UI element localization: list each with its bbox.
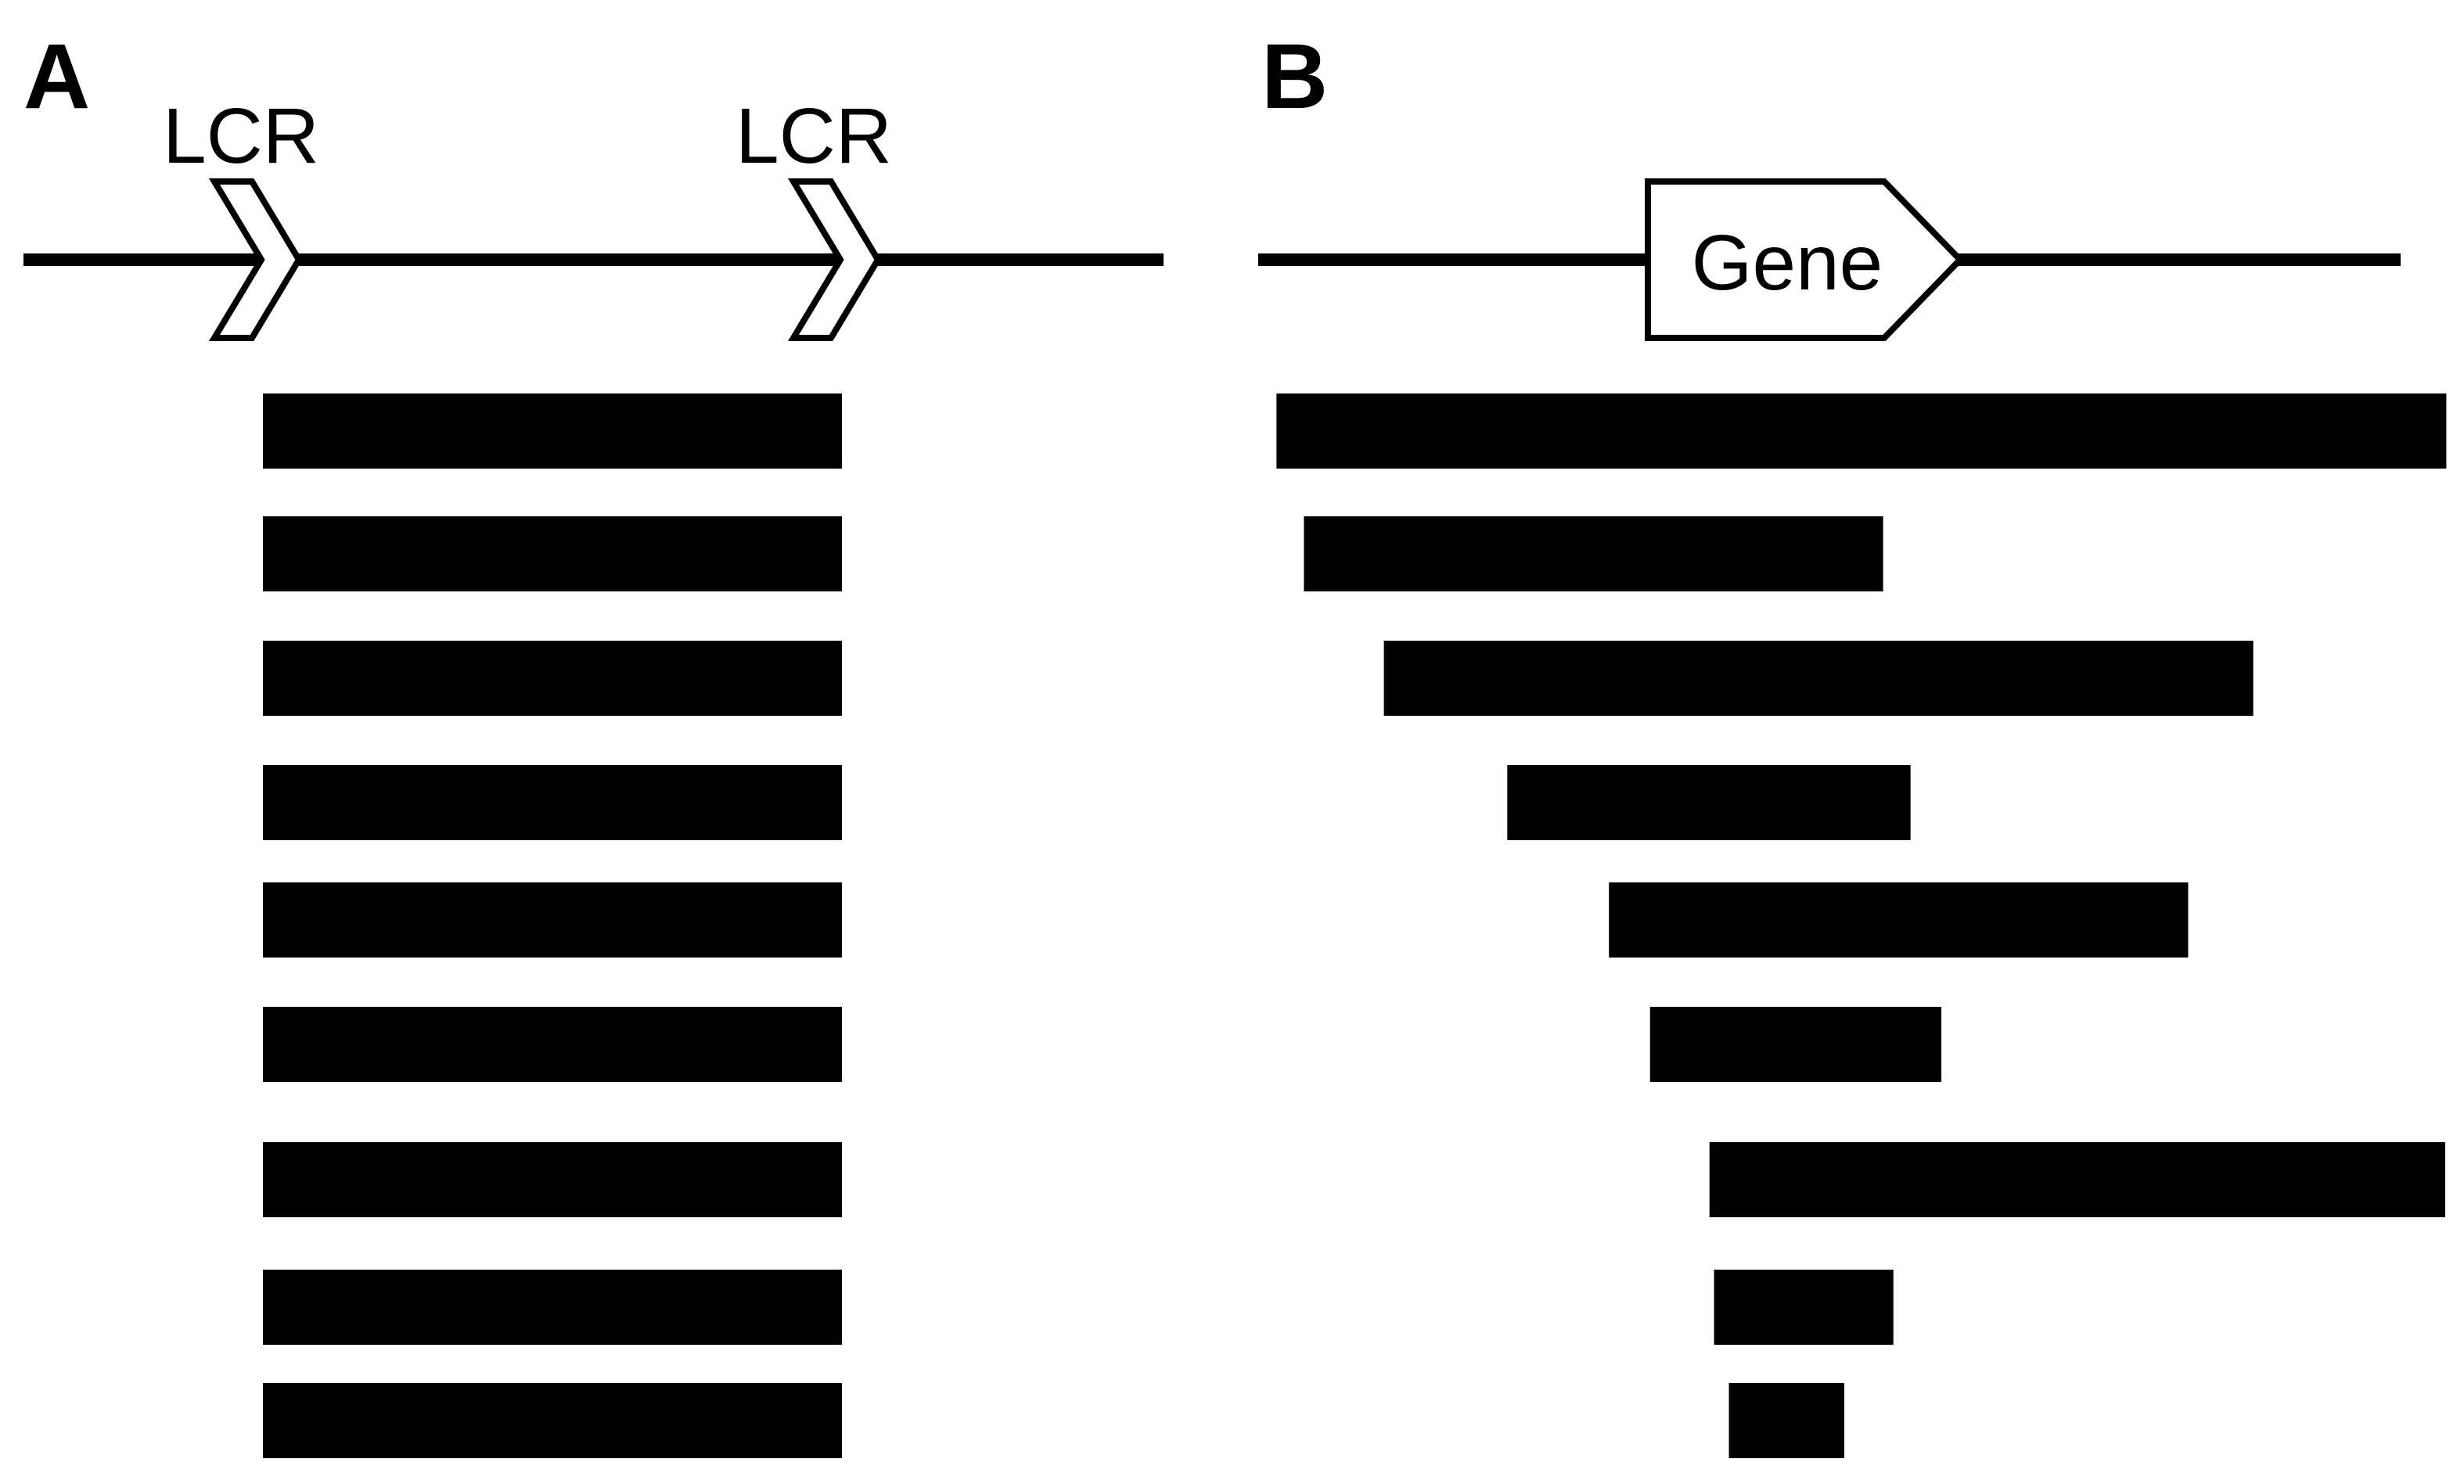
segment-b-1 (1276, 393, 2447, 469)
segment-b-6 (1649, 1007, 1942, 1082)
lcr-label-right: LCR (736, 92, 892, 180)
segment-b-2 (1304, 516, 1883, 591)
panel-b: B Gene (1258, 25, 2447, 1458)
segment-b-4 (1507, 765, 1911, 840)
lcr-chevron-left (208, 178, 303, 341)
segment-b-7 (1709, 1142, 2445, 1217)
panel-a: A LCR LCR (23, 25, 1164, 1458)
panel-a-letter: A (23, 25, 90, 128)
segment-a-3 (263, 641, 842, 716)
segment-a-9 (263, 1383, 842, 1458)
segment-a-2 (263, 516, 842, 591)
segment-b-3 (1383, 641, 2254, 716)
segments-a (263, 393, 842, 1458)
segment-b-5 (1609, 882, 2189, 958)
segment-a-8 (263, 1270, 842, 1345)
segment-a-7 (263, 1142, 842, 1217)
panel-b-letter: B (1261, 25, 1328, 128)
segments-b (1276, 393, 2447, 1458)
gene-label: Gene (1692, 219, 1883, 307)
lcr-label-left: LCR (163, 92, 319, 180)
segment-b-9 (1728, 1383, 1844, 1458)
segment-b-8 (1714, 1270, 1894, 1345)
segment-a-6 (263, 1007, 842, 1082)
segment-a-5 (263, 882, 842, 958)
gene-arrow (1645, 178, 1965, 341)
segment-a-4 (263, 765, 842, 840)
segment-a-1 (263, 393, 842, 469)
lcr-chevron-right (787, 178, 882, 341)
